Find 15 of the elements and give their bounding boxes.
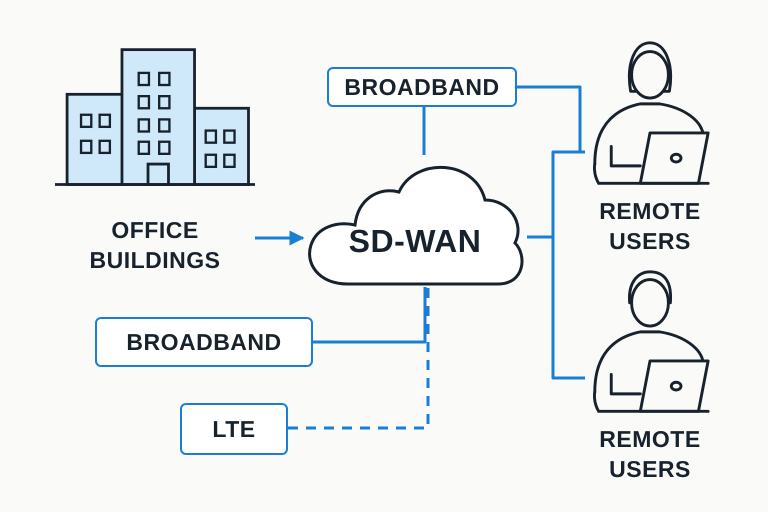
connection-label: BROADBAND: [126, 328, 282, 357]
connector-line: [527, 236, 585, 380]
connector-line: [422, 107, 426, 155]
node-label: OFFICE BUILDINGS: [88, 216, 222, 275]
connection-label: BROADBAND: [344, 73, 500, 102]
link-box: [95, 317, 313, 367]
connector-line: [313, 287, 426, 344]
link-box: [180, 403, 288, 455]
connection-label: LTE: [212, 415, 256, 444]
cloud-label: SD-WAN: [348, 226, 482, 256]
arrow: [255, 230, 304, 246]
connector-line: [288, 287, 430, 430]
node-label: REMOTE USERS: [598, 425, 702, 484]
node-label: REMOTE USERS: [598, 197, 702, 256]
link-box: [327, 67, 517, 107]
